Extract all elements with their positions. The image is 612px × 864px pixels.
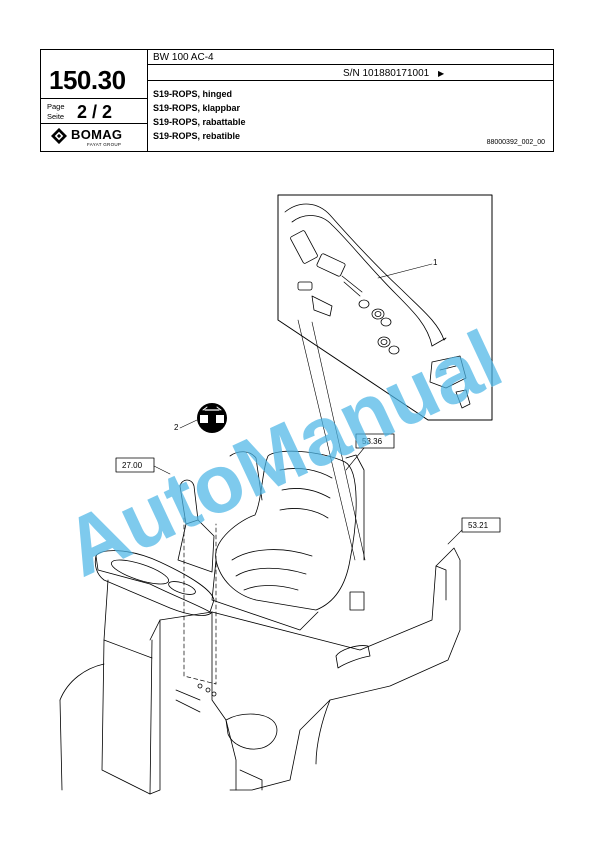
callout-2: 2 (174, 423, 179, 432)
title-list: S19-ROPS, hinged S19-ROPS, klappbar S19-… (153, 87, 246, 143)
operator-seat (211, 450, 365, 631)
serial-arrow-icon: ▶ (437, 69, 445, 78)
lock-symbol (179, 403, 227, 433)
model-name: BW 100 AC-4 (153, 52, 214, 63)
seatbelt-detail (277, 194, 493, 421)
header-rule (147, 64, 553, 65)
page-label-de: Seite (47, 112, 65, 121)
header-rule (147, 80, 553, 81)
callout-boxes (115, 433, 501, 545)
serial-text: S/N 101880171001 (343, 68, 430, 79)
title-es: S19-ROPS, rebatible (153, 131, 241, 141)
bomag-logo-icon (51, 128, 67, 144)
callout-27-00: 27.00 (122, 461, 143, 470)
doc-number: 150.30 (49, 65, 126, 95)
main-frame (59, 547, 461, 791)
page-label-en: Page (47, 102, 65, 111)
header-block: BW 100 AC-4 S/N 101880171001 ▶ 150.30 Pa… (40, 49, 554, 152)
title-de: S19-ROPS, klappbar (153, 103, 241, 113)
header-divider (147, 50, 148, 151)
watermark-text: AutoManual (51, 314, 515, 595)
callout-1: 1 (433, 258, 438, 267)
title-en: S19-ROPS, hinged (153, 89, 233, 99)
header-rule (41, 98, 147, 99)
page-label: Page Seite (47, 102, 65, 122)
serial-number: S/N 101880171001 ▶ (343, 68, 444, 79)
callout-53-36: 53.36 (362, 437, 383, 446)
header-rule (41, 123, 147, 124)
steering-console (94, 550, 215, 795)
image-code: 88000392_002_00 (486, 139, 545, 146)
page-number: 2 / 2 (77, 102, 113, 122)
brand-name: BOMAG (71, 127, 123, 142)
control-lever (177, 479, 215, 573)
lever-placement-dashed (183, 517, 217, 685)
callout-53-21: 53.21 (468, 521, 489, 530)
brand-sub: FAYAT GROUP (87, 142, 122, 147)
title-fr: S19-ROPS, rabattable (153, 117, 246, 127)
